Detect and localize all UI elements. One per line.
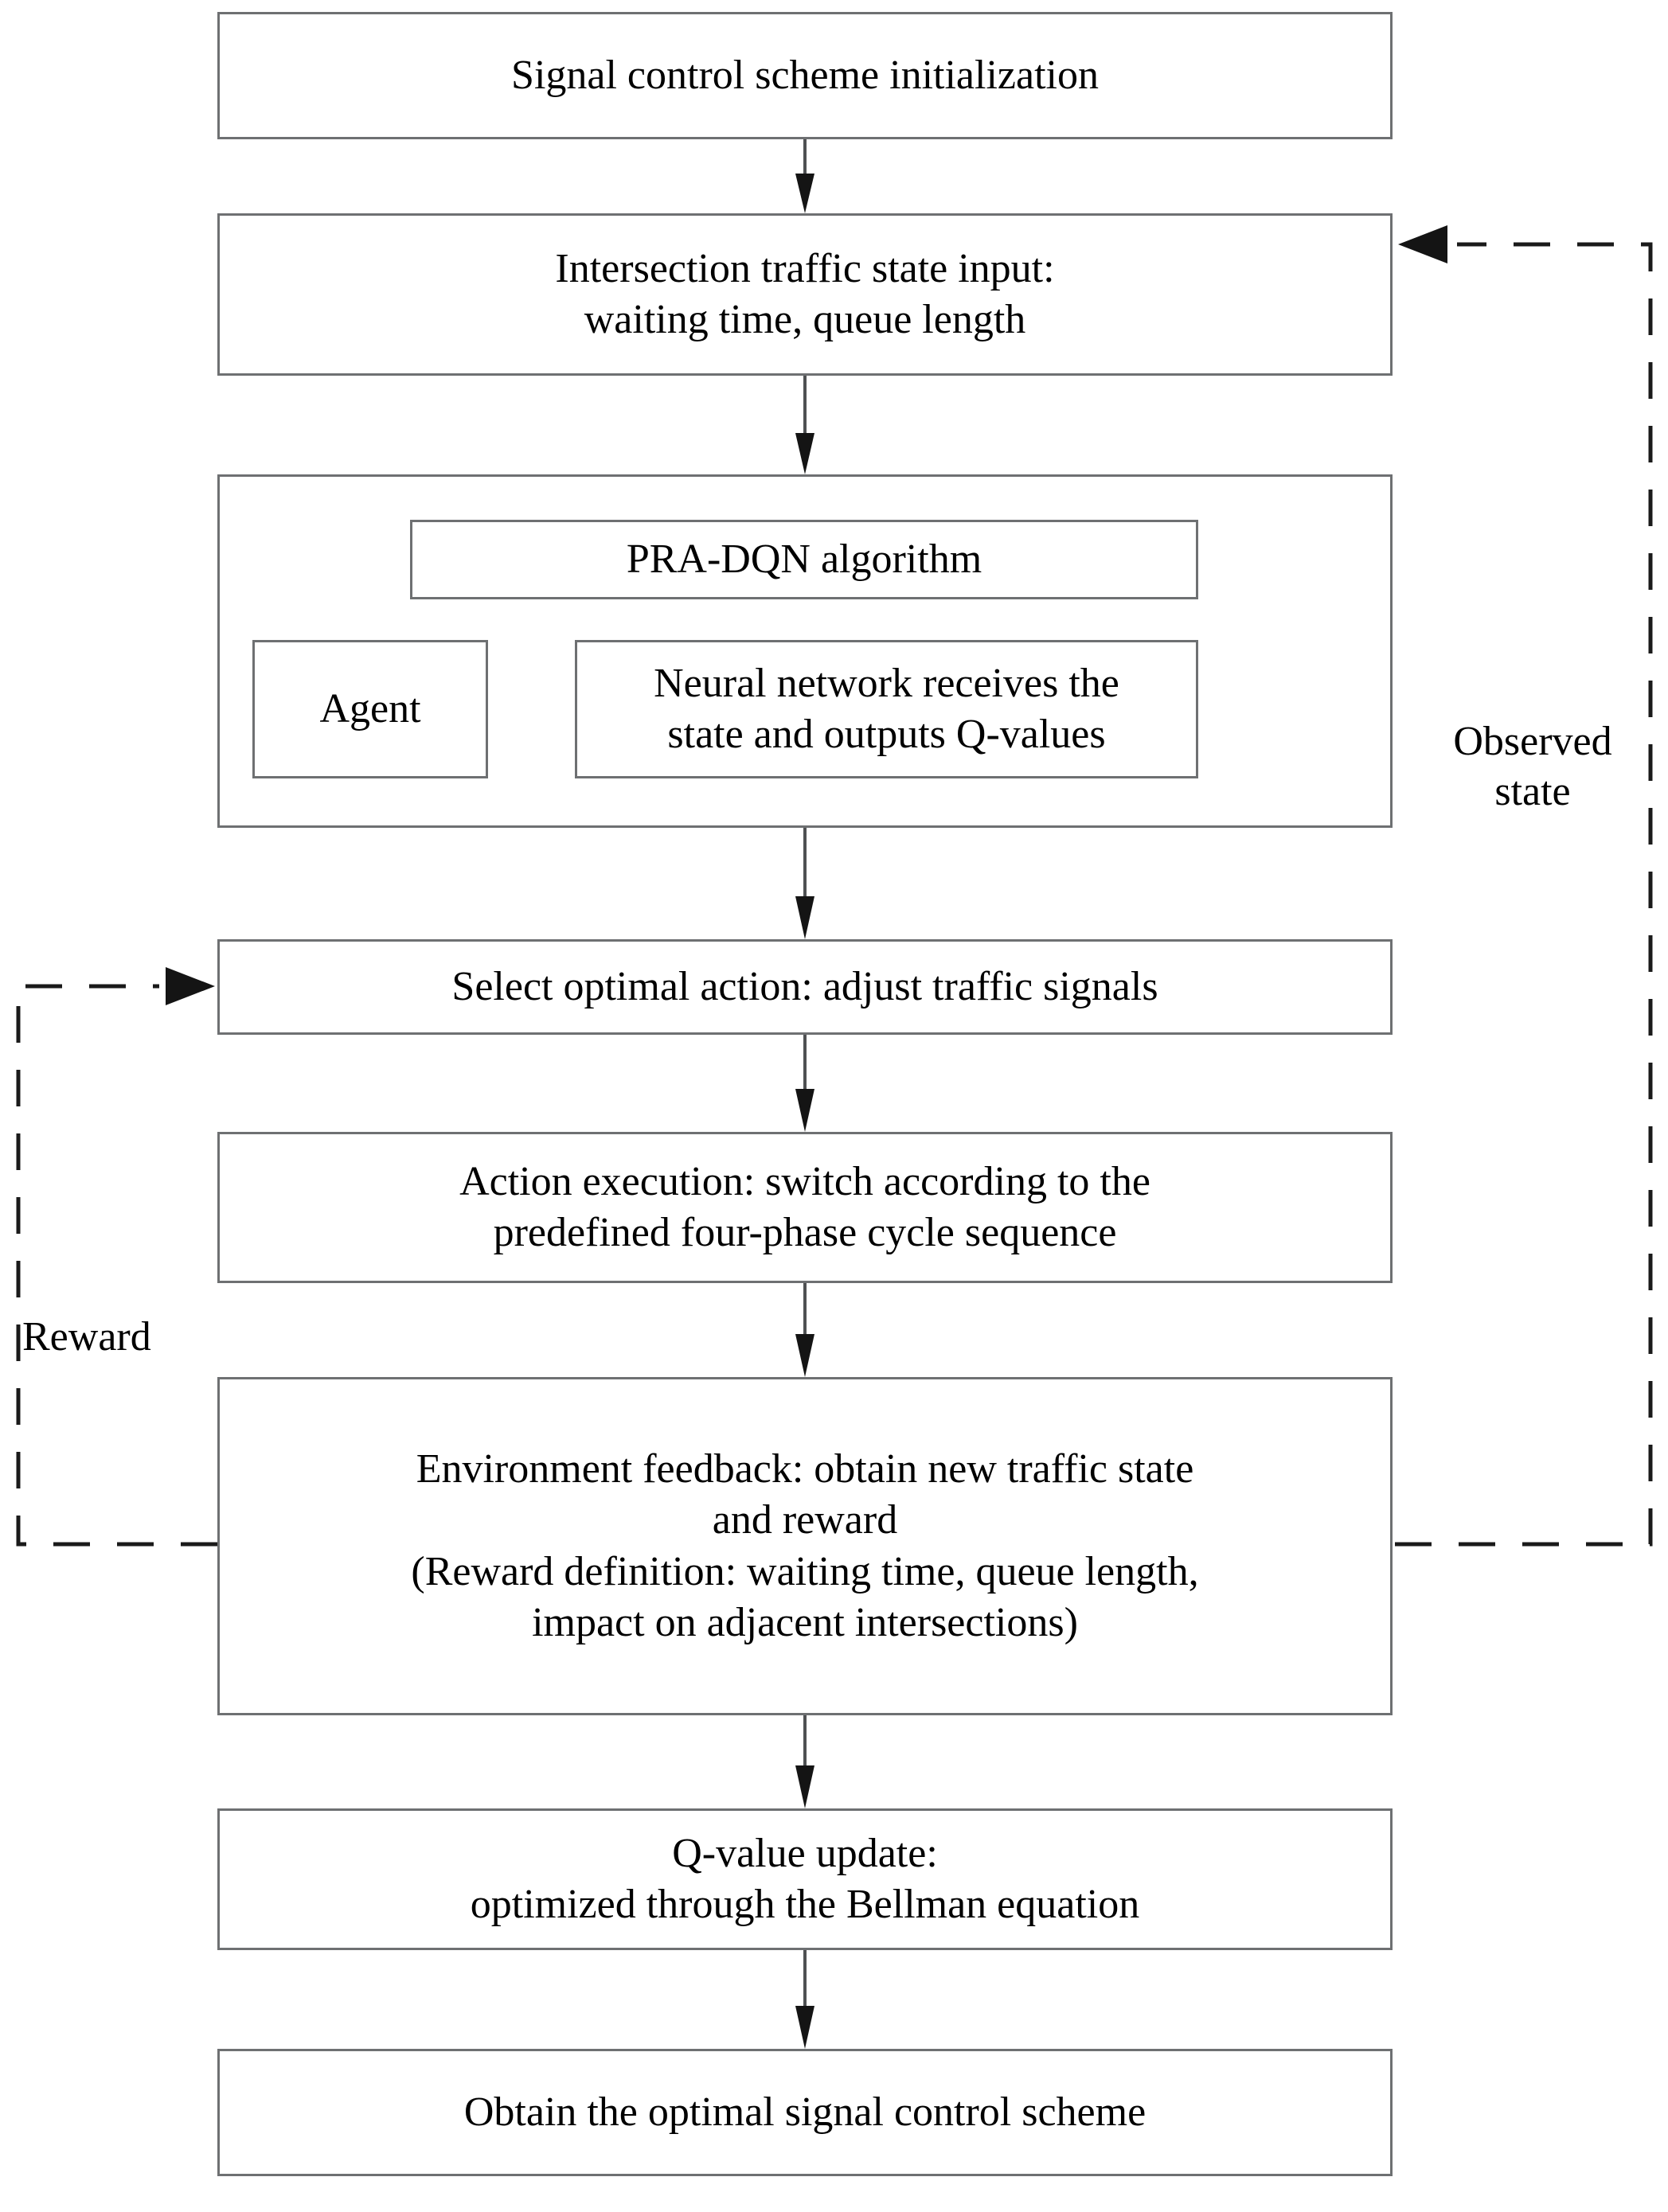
node-intersection-traffic-state-input[interactable]: Intersection traffic state input: waitin… xyxy=(217,213,1393,376)
node-label: Neural network receives the state and ou… xyxy=(654,660,1119,757)
node-label: Action execution: switch according to th… xyxy=(459,1158,1150,1255)
node-label: Select optimal action: adjust traffic si… xyxy=(451,963,1158,1009)
dashed-reward-loop xyxy=(16,967,217,1547)
node-label: Agent xyxy=(319,685,421,731)
node-select-optimal-action[interactable]: Select optimal action: adjust traffic si… xyxy=(217,939,1393,1035)
node-obtain-optimal-signal-control-scheme[interactable]: Obtain the optimal signal control scheme xyxy=(217,2049,1393,2176)
node-label: Intersection traffic state input: waitin… xyxy=(555,245,1055,342)
arrow-q-update-to-final xyxy=(795,1950,814,2049)
node-label: Obtain the optimal signal control scheme xyxy=(463,2089,1147,2135)
node-q-value-update[interactable]: Q-value update: optimized through the Be… xyxy=(217,1808,1393,1950)
node-label: Q-value update: optimized through the Be… xyxy=(470,1830,1140,1927)
arrow-init-to-state-input xyxy=(795,139,814,213)
edge-label-reward: Reward xyxy=(22,1314,151,1360)
node-action-execution[interactable]: Action execution: switch according to th… xyxy=(217,1132,1393,1283)
node-signal-control-scheme-initialization[interactable]: Signal control scheme initialization xyxy=(217,12,1393,139)
node-pra-dqn-algorithm[interactable]: PRA-DQN algorithm xyxy=(410,520,1198,599)
arrow-algorithm-to-select-action xyxy=(795,828,814,939)
dashed-observed-state-loop xyxy=(1395,225,1653,1547)
arrow-environment-feedback-to-q-update xyxy=(795,1715,814,1808)
arrow-state-input-to-algorithm xyxy=(795,376,814,474)
node-label: PRA-DQN algorithm xyxy=(626,536,982,582)
arrow-action-execution-to-environment-feedback xyxy=(795,1283,814,1377)
node-environment-feedback[interactable]: Environment feedback: obtain new traffic… xyxy=(217,1377,1393,1715)
edge-label-observed-state: Observed state xyxy=(1453,719,1612,815)
arrow-select-action-to-action-execution xyxy=(795,1035,814,1132)
node-label: Signal control scheme initialization xyxy=(511,52,1099,98)
node-label: Environment feedback: obtain new traffic… xyxy=(411,1445,1199,1645)
node-neural-network[interactable]: Neural network receives the state and ou… xyxy=(575,640,1198,778)
node-agent[interactable]: Agent xyxy=(252,640,488,778)
